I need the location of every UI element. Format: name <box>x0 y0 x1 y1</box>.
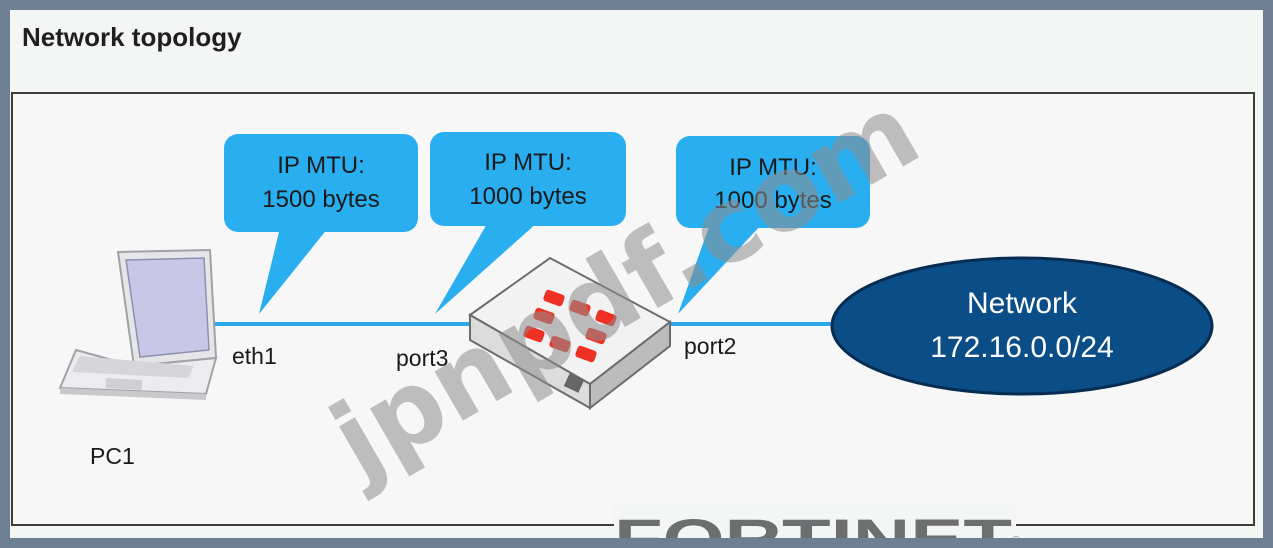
brand-name: FORTINET <box>614 507 1012 538</box>
callout-port3-label: IP MTU: <box>484 149 572 176</box>
fortinet-logo-icon <box>523 289 617 363</box>
network-subnet: 172.16.0.0/24 <box>930 331 1114 364</box>
fortigate-firewall-icon <box>468 256 672 411</box>
mtu-callout-port3: IP MTU: 1000 bytes <box>430 132 626 314</box>
callout-port3-value: 1000 bytes <box>469 183 586 210</box>
network-node: Network 172.16.0.0/24 <box>830 256 1214 396</box>
screenshot-frame: Network topology IP MTU: 1500 bytes IP M… <box>10 10 1263 538</box>
port-label-port2: port2 <box>684 333 736 359</box>
port-label-eth1: eth1 <box>232 343 277 369</box>
page-title: Network topology <box>22 22 242 52</box>
callout-eth1-value: 1500 bytes <box>262 186 379 213</box>
mtu-callout-port2: IP MTU: 1000 bytes <box>676 136 870 314</box>
registered-mark: ® <box>1012 535 1020 538</box>
callout-port2-label: IP MTU: <box>729 154 817 181</box>
topology-diagram: IP MTU: 1500 bytes IP MTU: 1000 bytes IP… <box>58 69 1214 538</box>
laptop-icon <box>58 248 218 400</box>
fortinet-wordmark: FORTINET ® <box>614 504 1020 538</box>
network-label: Network <box>967 287 1078 320</box>
mtu-callout-eth1: IP MTU: 1500 bytes <box>224 134 418 314</box>
pc-label: PC1 <box>90 443 135 469</box>
callout-eth1-label: IP MTU: <box>277 152 365 179</box>
callout-port2-value: 1000 bytes <box>714 187 831 214</box>
port-label-port3: port3 <box>396 345 448 371</box>
